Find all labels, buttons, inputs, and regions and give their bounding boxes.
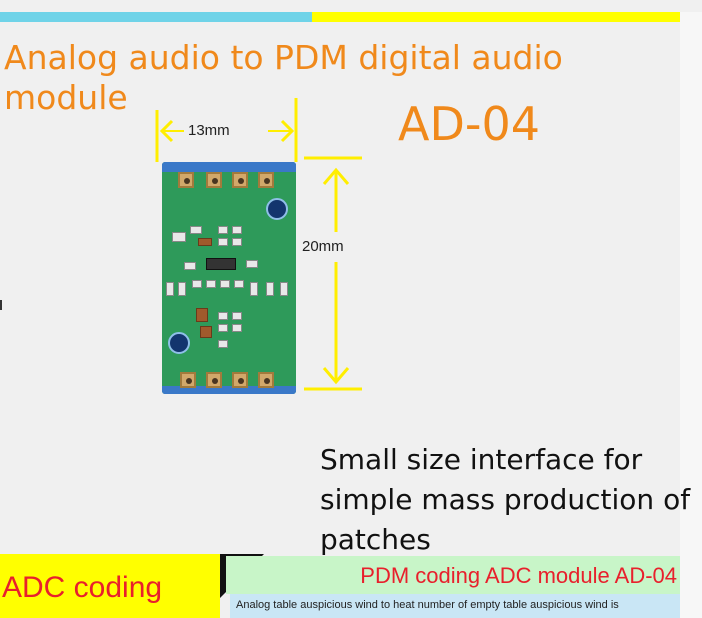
pcb-component bbox=[196, 308, 208, 322]
left-edge-mark bbox=[0, 300, 2, 310]
note-text: Analog table auspicious wind to heat num… bbox=[236, 599, 619, 611]
pcb-pad bbox=[178, 172, 194, 188]
pcb-component bbox=[246, 260, 258, 268]
pcb-component bbox=[190, 226, 202, 234]
pcb-component bbox=[232, 226, 242, 234]
pcb-pad bbox=[232, 372, 248, 388]
pcb-component bbox=[172, 232, 186, 242]
pcb-pad bbox=[232, 172, 248, 188]
note-banner bbox=[230, 594, 680, 618]
pcb-component bbox=[234, 280, 244, 288]
right-margin bbox=[680, 12, 702, 618]
pcb-chip bbox=[206, 258, 236, 270]
pcb-pad bbox=[258, 172, 274, 188]
feature-slogan: Small size interface for simple mass pro… bbox=[320, 443, 691, 556]
pcb-component bbox=[192, 280, 202, 288]
pcb-component bbox=[206, 280, 216, 288]
pcb-component bbox=[220, 280, 230, 288]
pcb-component bbox=[178, 282, 186, 296]
width-arrow-left-head bbox=[159, 119, 174, 143]
pcb-mounting-hole bbox=[266, 198, 288, 220]
adc-banner bbox=[0, 554, 220, 618]
pcb-component bbox=[266, 282, 274, 296]
pcb-component bbox=[218, 340, 228, 348]
pcb-component bbox=[166, 282, 174, 296]
adc-coding-label: ADC coding bbox=[2, 571, 163, 604]
pcb-pad bbox=[206, 372, 222, 388]
height-dimension-label: 20mm bbox=[302, 238, 344, 255]
pcb-component bbox=[218, 226, 228, 234]
pcb-component bbox=[232, 238, 242, 246]
pcb-component bbox=[250, 282, 258, 296]
model-number: AD-04 bbox=[398, 97, 541, 151]
pcb-component bbox=[218, 238, 228, 246]
pcb-component bbox=[232, 312, 242, 320]
top-accent-bar-cyan bbox=[0, 12, 312, 22]
width-dimension-label: 13mm bbox=[188, 122, 230, 139]
pcb-component bbox=[200, 326, 212, 338]
height-arrow-top-head bbox=[322, 167, 350, 185]
pcb-component bbox=[198, 238, 212, 246]
top-accent-bar-yellow bbox=[312, 12, 680, 22]
height-arrow-bottom-head bbox=[322, 367, 350, 385]
pcb-edge-bottom bbox=[162, 386, 296, 394]
pcb-mounting-hole bbox=[168, 332, 190, 354]
pcb-pad bbox=[206, 172, 222, 188]
pcb-module-image bbox=[162, 162, 296, 394]
pcb-component bbox=[218, 312, 228, 320]
pcb-component bbox=[232, 324, 242, 332]
pcb-pad bbox=[180, 372, 196, 388]
pcb-component bbox=[280, 282, 288, 296]
width-arrow-right-head bbox=[280, 119, 295, 143]
pcb-edge-top bbox=[162, 162, 296, 172]
product-title: Analog audio to PDM digital audio module bbox=[4, 38, 563, 117]
pdm-banner bbox=[226, 556, 680, 594]
pcb-pad bbox=[258, 372, 274, 388]
pdm-coding-label: PDM coding ADC module AD-04 bbox=[360, 563, 677, 588]
pcb-component bbox=[184, 262, 196, 270]
pcb-component bbox=[218, 324, 228, 332]
